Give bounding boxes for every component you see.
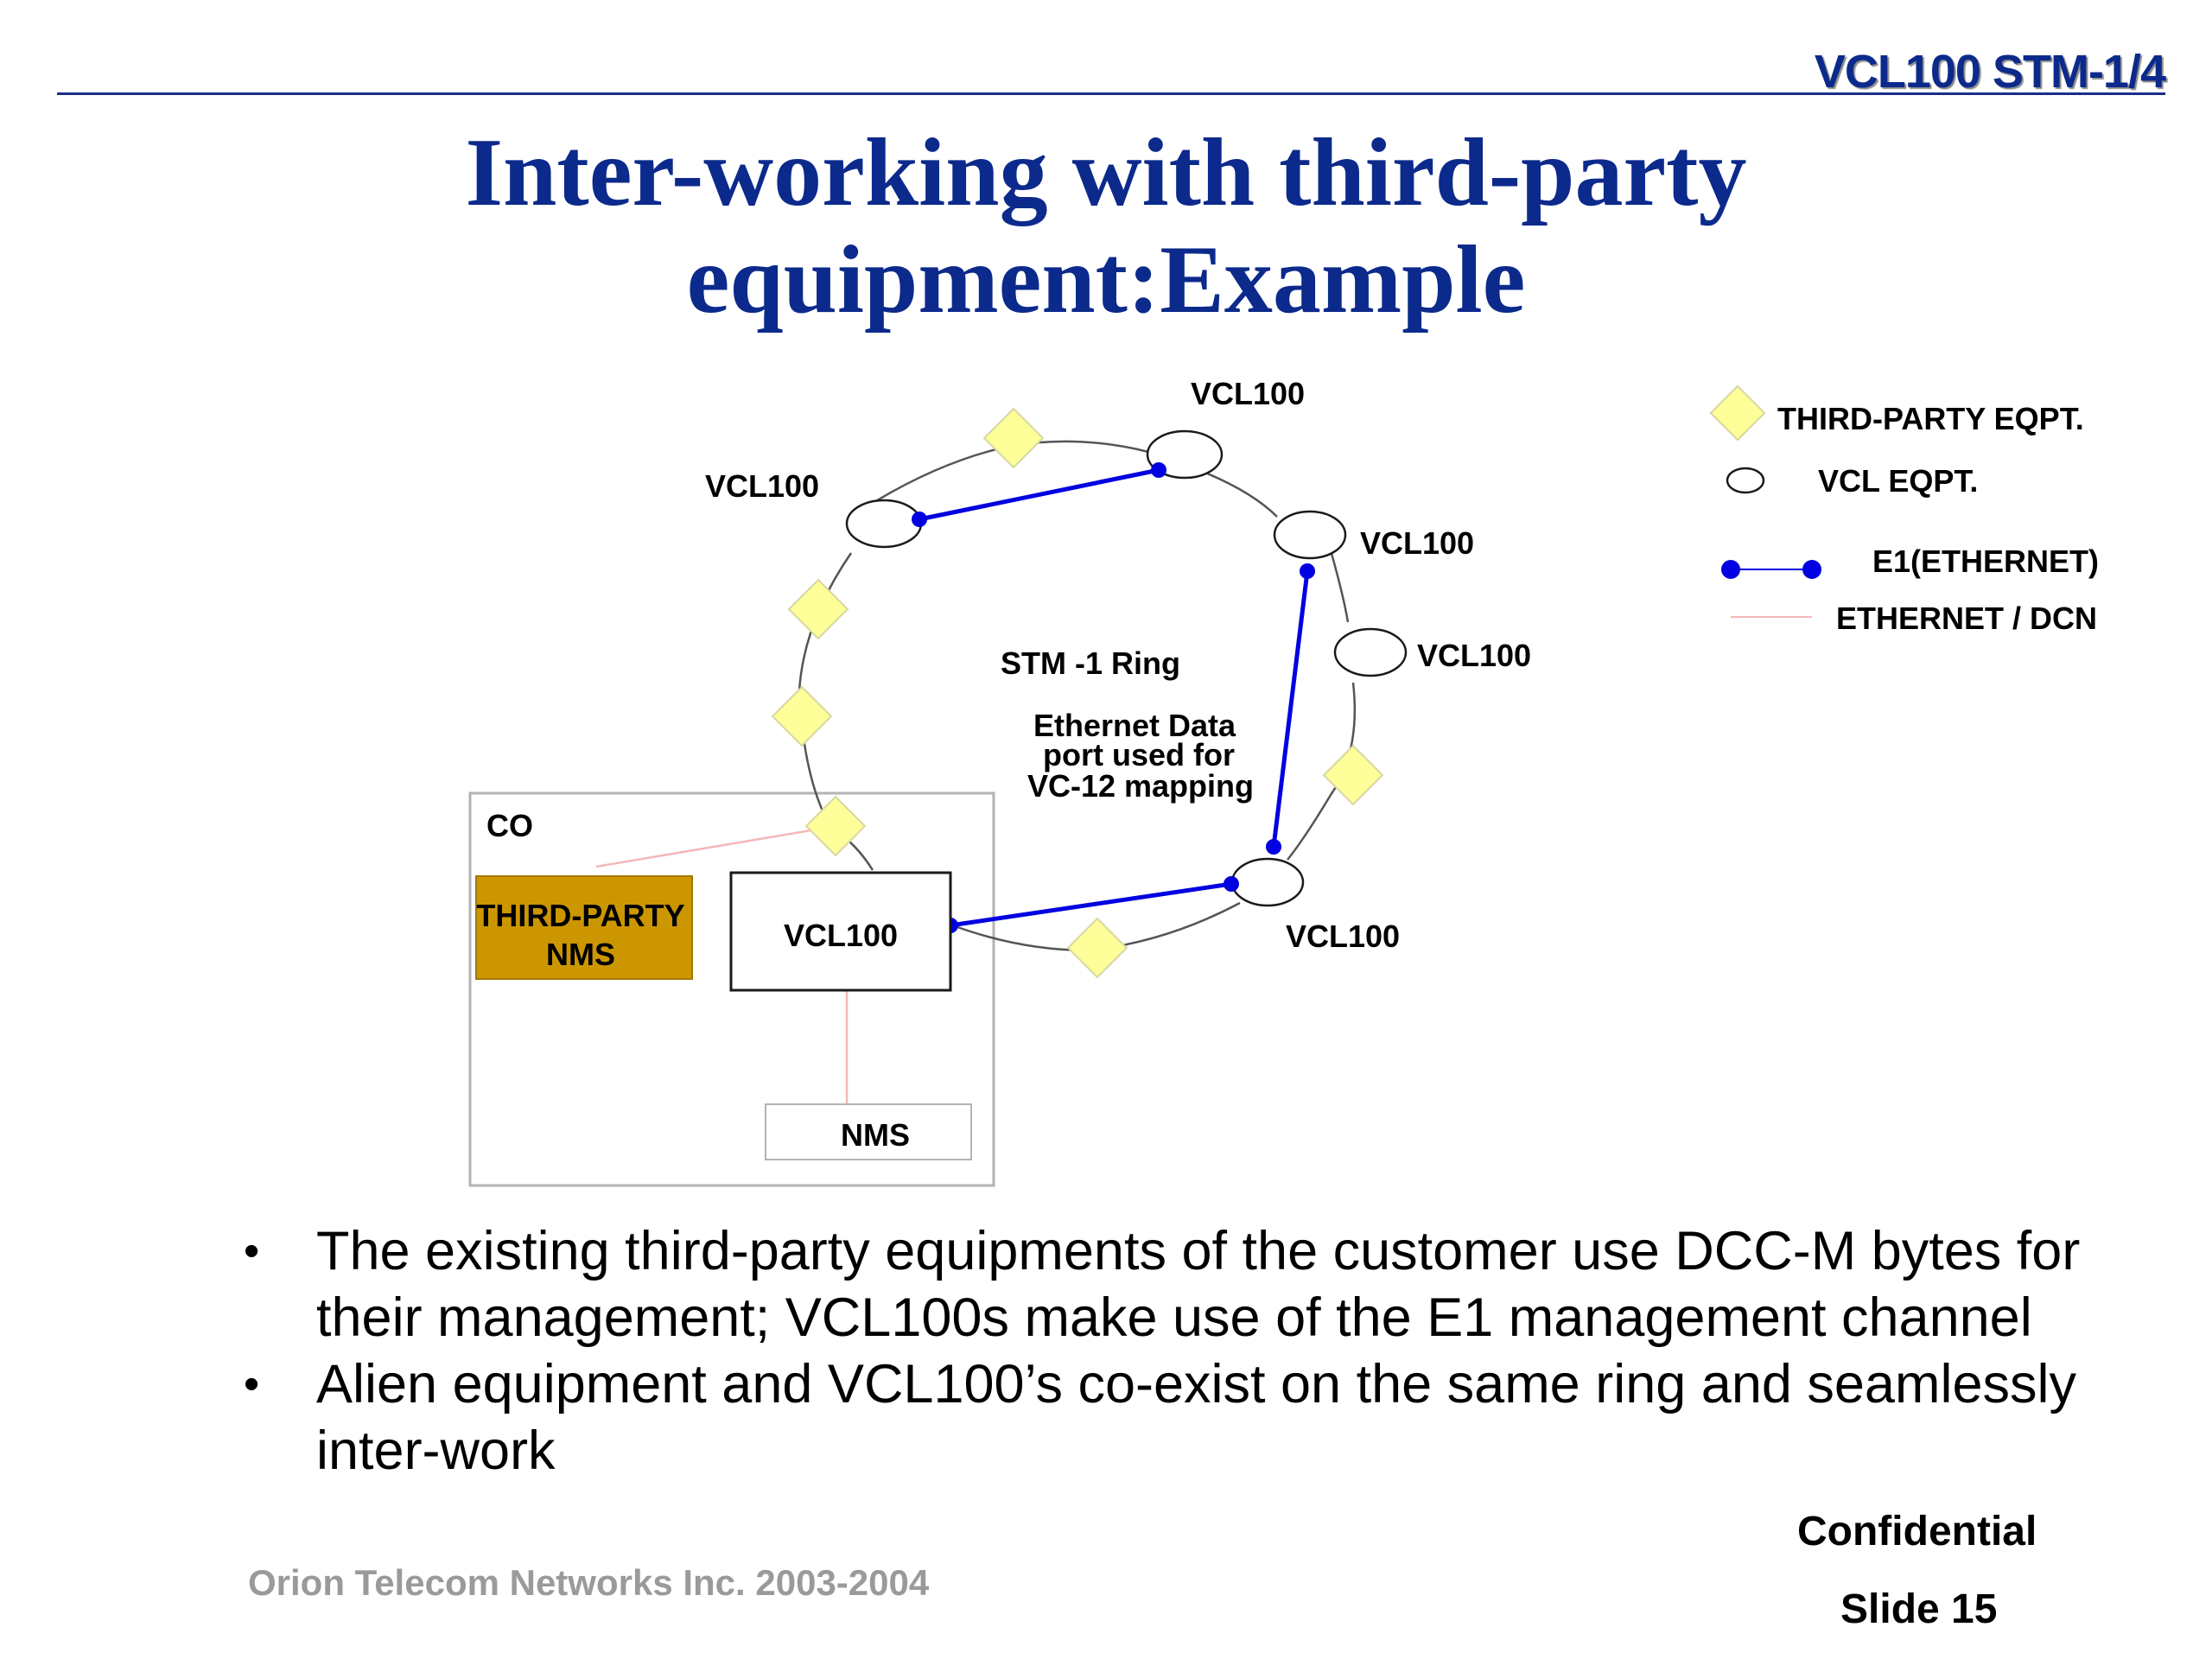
legend-dcn-label: ETHERNET / DCN (1836, 601, 2097, 636)
bullet-list: • The existing third-party equipments of… (233, 1218, 2152, 1484)
nms-box (765, 1103, 972, 1160)
vcl-node-bottom-right (1230, 857, 1305, 907)
slide-title-line-2: equipment:Example (686, 226, 1526, 334)
legend-third-party-label: THIRD-PARTY EQPT. (1777, 401, 2084, 436)
ring-segment (1205, 471, 1278, 518)
bullet-dot: • (244, 1359, 260, 1409)
co-vcl100-box (729, 871, 952, 992)
bullet-dot: • (244, 1226, 260, 1276)
legend-vcl-swatch (1726, 467, 1765, 494)
vcl-equipment (845, 429, 1408, 907)
bullet-item: • The existing third-party equipments of… (233, 1218, 2152, 1351)
third-party-eqpt (1066, 917, 1128, 979)
e1-link (950, 881, 1232, 928)
ethernet-note-line-2: port used for (1043, 737, 1235, 772)
e1-endpoint (1266, 839, 1281, 855)
ethernet-note-line-3: VC-12 mapping (1027, 768, 1254, 804)
third-party-eqpt (771, 685, 833, 747)
legend-e1-label: E1(ETHERNET) (1872, 543, 2099, 579)
third-party-eqpt (982, 407, 1045, 469)
e1-endpoint (1300, 563, 1315, 579)
slide-title: Inter-working with third-party equipment… (0, 119, 2212, 334)
footer-company: Orion Telecom Networks Inc. 2003-2004 (248, 1562, 930, 1603)
ring-segment (1329, 550, 1350, 623)
third-party-equipment (771, 407, 1384, 979)
e1-link (1271, 570, 1310, 848)
co-box (468, 791, 995, 1187)
e1-endpoint (1224, 876, 1239, 892)
header-rule (57, 92, 2165, 95)
node-label-right-middle: VCL100 (1417, 638, 1531, 673)
co-label: CO (486, 808, 533, 843)
third-party-eqpt (787, 578, 849, 640)
ethernet-note-line-1: Ethernet Data (1033, 708, 1236, 743)
vcl-node-top (1146, 429, 1224, 480)
slide-title-line-1: Inter-working with third-party (465, 119, 1747, 226)
third-party-nms-box (475, 875, 693, 980)
third-party-eqpt (804, 795, 867, 857)
vcl-node-right-upper (1273, 510, 1347, 560)
node-label-bottom-right: VCL100 (1286, 918, 1400, 954)
third-party-nms-line-2: NMS (546, 937, 615, 972)
e1-links (912, 462, 1315, 933)
footer-confidential: Confidential (1797, 1509, 2037, 1554)
bullet-text: Alien equipment and VCL100’s co-exist on… (316, 1354, 2076, 1481)
node-label-right-upper: VCL100 (1360, 525, 1474, 561)
legend-e1-swatch-dot (1802, 560, 1821, 579)
co-vcl100-label: VCL100 (784, 918, 898, 953)
legend-third-party-swatch (1709, 385, 1766, 442)
vcl-node-upper-left (845, 499, 923, 549)
third-party-eqpt (1322, 744, 1384, 806)
bullet-item: • Alien equipment and VCL100’s co-exist … (233, 1351, 2152, 1484)
header-product-tag: VCL100 STM-1/4 (1814, 46, 2166, 98)
legend: THIRD-PARTY EQPT. VCL EQPT. E1(ETHERNET)… (1709, 385, 2099, 636)
node-label-top: VCL100 (1191, 376, 1305, 411)
e1-endpoint (1151, 462, 1166, 478)
e1-link (918, 467, 1160, 522)
e1-endpoint (912, 512, 927, 527)
legend-e1-swatch-dot (1721, 560, 1740, 579)
legend-vcl-label: VCL EQPT. (1818, 463, 1978, 499)
third-party-nms-line-1: THIRD-PARTY (476, 898, 684, 933)
dcn-link-nms (595, 825, 832, 868)
footer-slide-number: Slide 15 (1840, 1586, 1998, 1632)
ring-segment (1287, 682, 1357, 861)
bullet-text: The existing third-party equipments of t… (316, 1221, 2081, 1348)
dcn-links (595, 825, 849, 1104)
vcl-node-right-middle (1333, 627, 1408, 677)
ring-label: STM -1 Ring (1001, 645, 1180, 681)
node-label-upper-left: VCL100 (705, 468, 819, 504)
nms-label: NMS (841, 1117, 910, 1153)
